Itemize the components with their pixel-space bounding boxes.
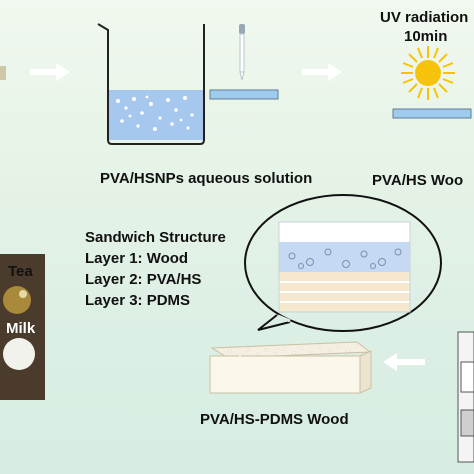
- tea-drop: [3, 286, 31, 314]
- uv-time-label: 10min: [404, 28, 448, 45]
- speech-bubble-icon: [244, 194, 442, 332]
- layer-1-label: Layer 1: Wood: [85, 250, 189, 267]
- right-equipment-edge: [457, 331, 474, 463]
- layer-3-label: Layer 3: PDMS: [85, 292, 191, 309]
- milk-drop: [3, 338, 35, 370]
- final-product-label: PVA/HS-PDMS Wood: [200, 411, 349, 428]
- wood-slab-irradiated: [392, 108, 472, 119]
- beaker-icon: [97, 23, 205, 145]
- left-sample-edge: [0, 66, 6, 80]
- layer-cross-section: [278, 221, 411, 313]
- uv-radiation-label: UV radiation: [380, 9, 469, 26]
- milk-label: Milk: [6, 320, 36, 337]
- pva-hs-wood-label: PVA/HS Woo: [372, 172, 464, 189]
- dropper-icon: [239, 24, 245, 81]
- tea-label: Tea: [8, 263, 33, 280]
- wood-block-icon: [209, 341, 372, 394]
- sun-icon: [401, 46, 455, 100]
- layer-2-label: Layer 2: PVA/HS: [85, 271, 202, 288]
- photo-background: [0, 254, 45, 400]
- solution-label: PVA/HSNPs aqueous solution: [100, 170, 313, 187]
- sandwich-title: Sandwich Structure: [85, 229, 226, 246]
- wood-slab-coated: [209, 89, 279, 100]
